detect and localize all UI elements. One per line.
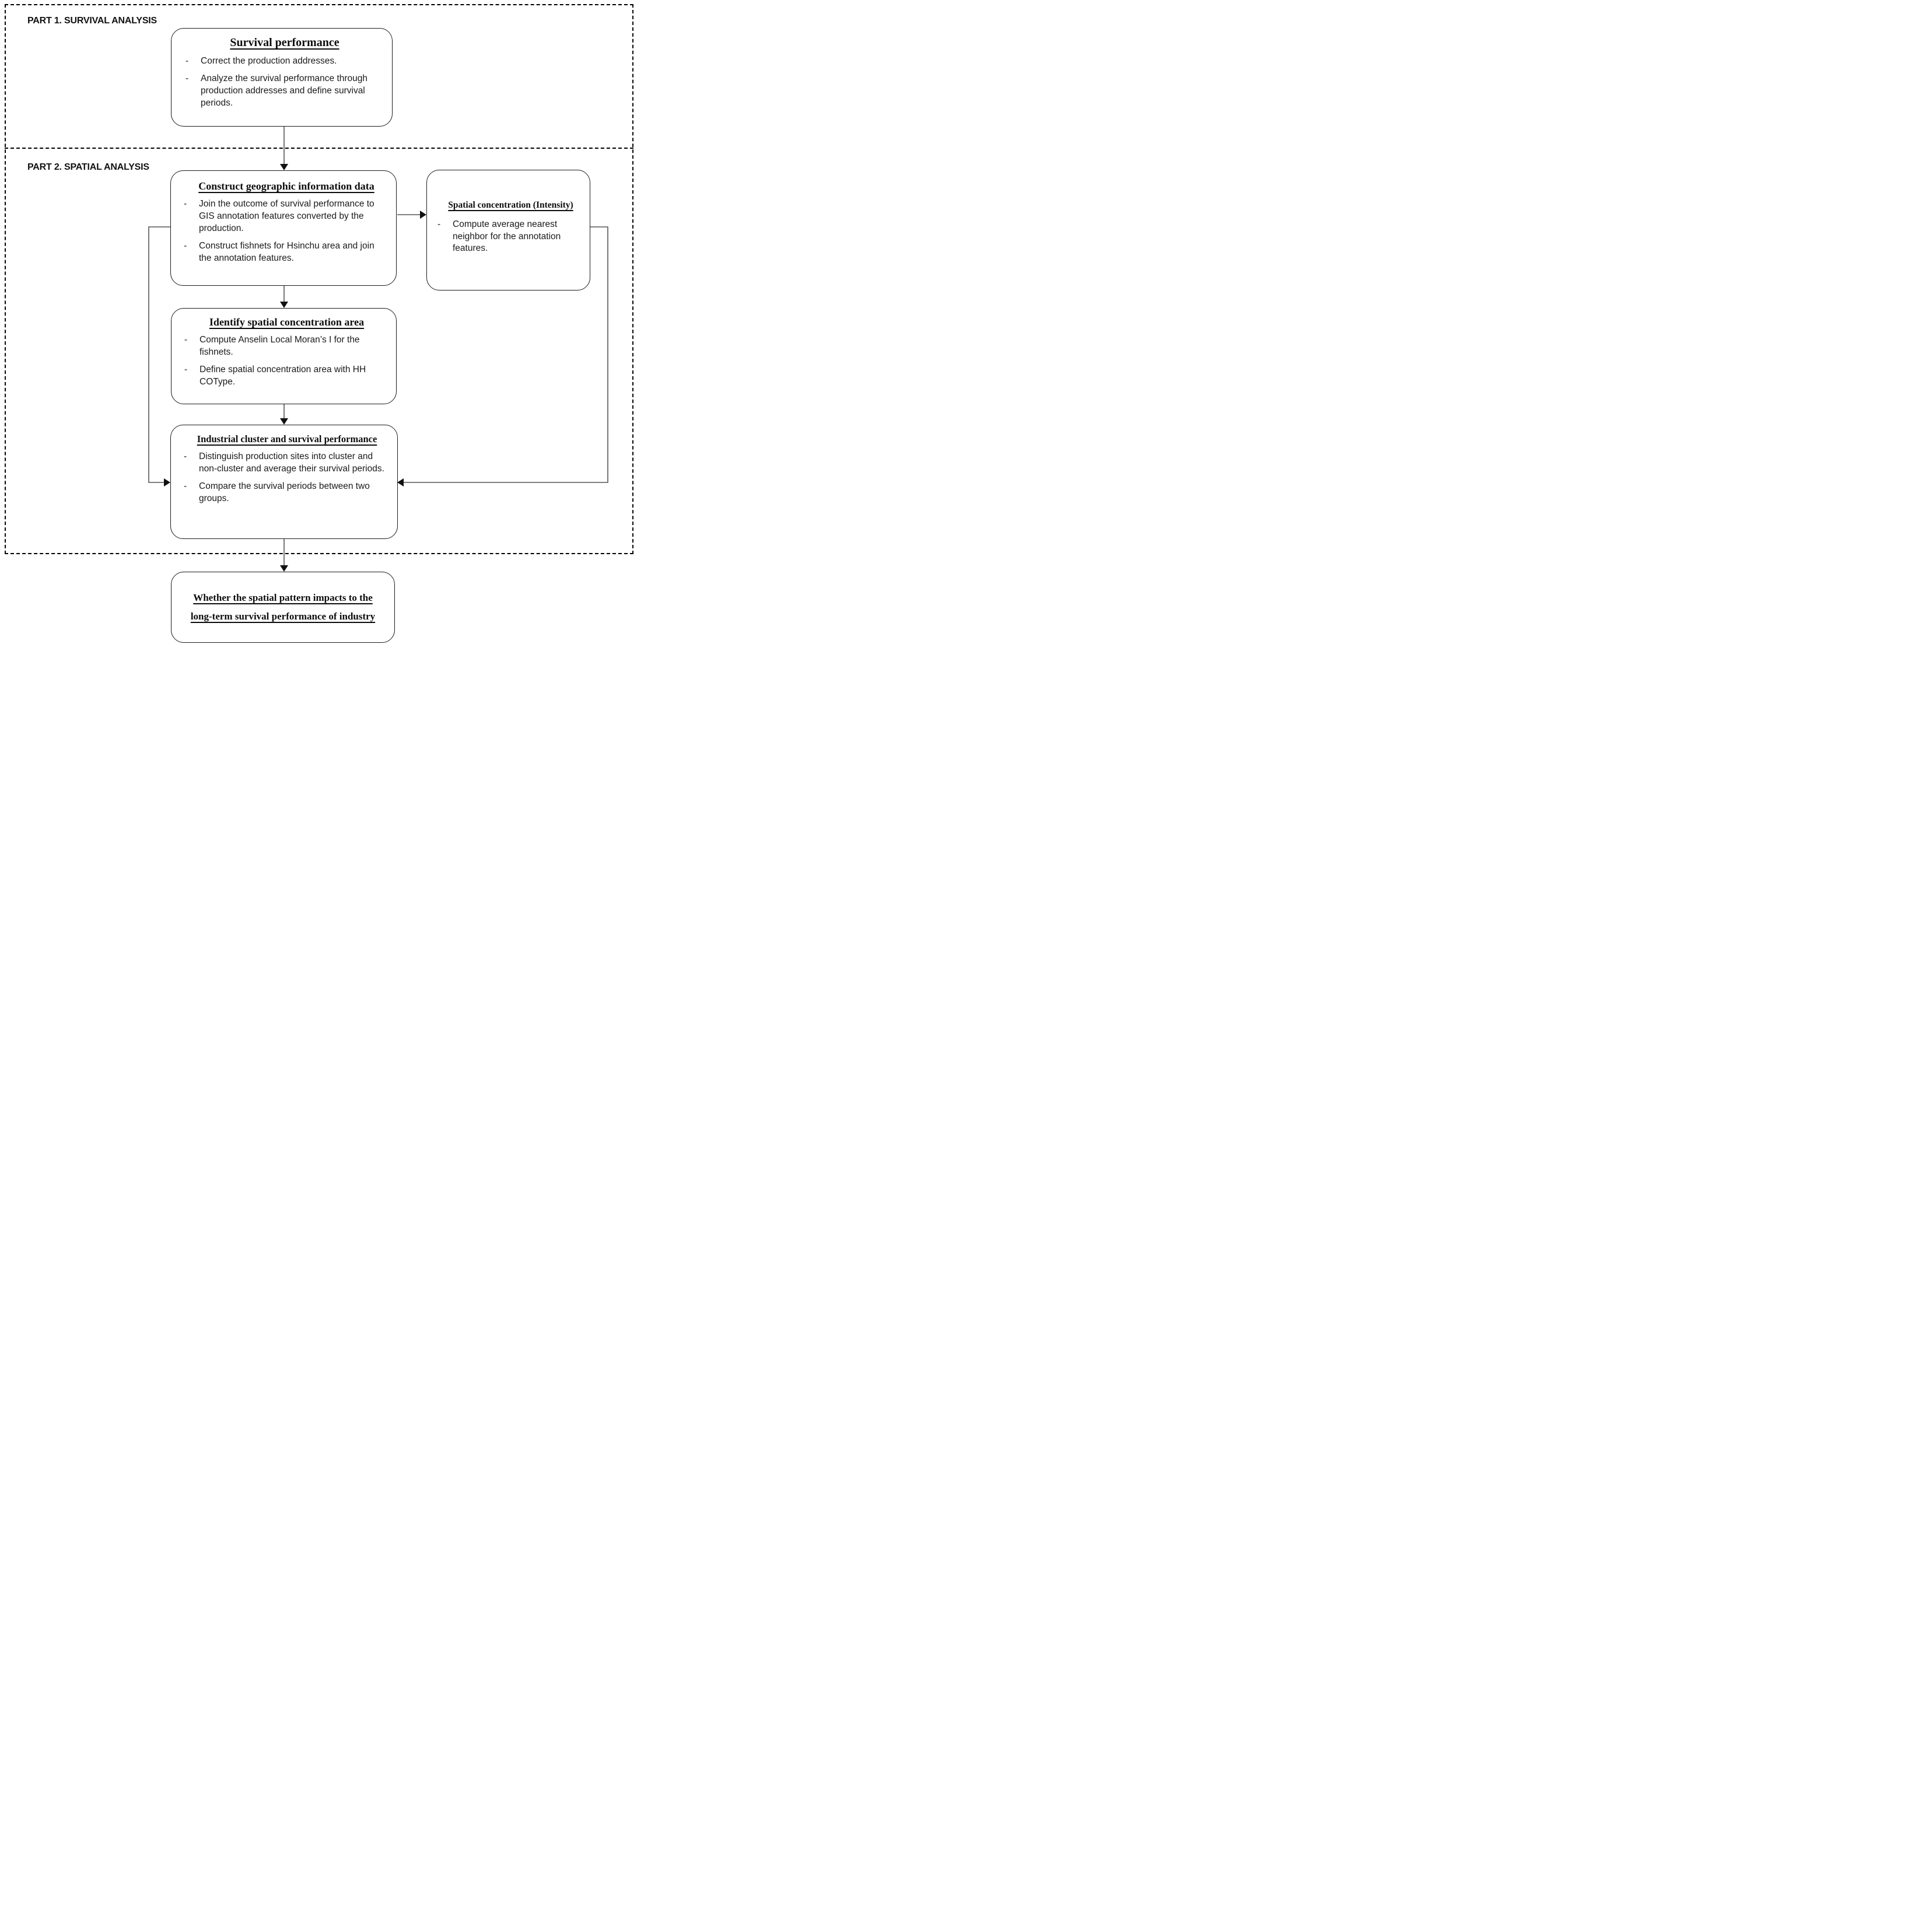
industrial-cluster-title: Industrial cluster and survival performa… [197,433,377,444]
part2-section-label: PART 2. SPATIAL ANALYSIS [27,162,149,172]
construct-geographic-data-bullets: - Join the outcome of survival performan… [184,198,389,270]
bullet-dash: - [437,219,441,229]
bullet-item: - Compute average nearest neighbor for t… [437,219,584,256]
construct-geographic-data-title: Construct geographic information data [198,180,374,192]
survival-performance-title: Survival performance [230,36,339,49]
analysis-dashed-frame [5,4,633,554]
part-divider-dashed-line [5,148,633,149]
bullet-item: - Correct the production addresses. [185,55,384,68]
bullet-text: Distinguish production sites into cluste… [199,452,384,474]
survival-performance-box: Survival performance - Correct the produ… [171,28,393,127]
part1-section-label: PART 1. SURVIVAL ANALYSIS [27,16,157,26]
bullet-text: Compute Anselin Local Moran’s I for the … [199,335,360,357]
bullet-item: - Analyze the survival performance throu… [185,73,384,110]
bullet-item: - Compute Anselin Local Moran’s I for th… [184,334,389,359]
construct-geographic-data-box: Construct geographic information data - … [170,170,397,286]
bullet-item: - Compare the survival periods between t… [184,481,390,505]
bullet-text: Define spatial concentration area with H… [199,364,366,387]
bullet-dash: - [184,452,187,461]
spatial-concentration-bullets: - Compute average nearest neighbor for t… [437,219,584,261]
conclusion-title-line2: long-term survival performance of indust… [190,611,376,622]
bullet-dash: - [184,335,188,345]
bullet-dash: - [184,481,187,491]
bullet-dash: - [185,56,189,66]
bullet-item: - Distinguish production sites into clus… [184,451,390,475]
identify-concentration-area-title: Identify spatial concentration area [209,316,365,328]
bullet-text: Construct fishnets for Hsinchu area and … [199,240,374,263]
bullet-dash: - [184,364,188,374]
bullet-text: Compare the survival periods between two… [199,481,370,503]
bullet-text: Join the outcome of survival performance… [199,199,374,233]
bullet-dash: - [185,73,189,83]
bullet-text: Analyze the survival performance through… [201,73,368,108]
industrial-cluster-box: Industrial cluster and survival performa… [170,425,398,539]
spatial-concentration-title: Spatial concentration (Intensity) [448,200,573,210]
bullet-item: - Construct fishnets for Hsinchu area an… [184,240,389,265]
bullet-dash: - [184,199,187,209]
flowchart-canvas: PART 1. SURVIVAL ANALYSIS PART 2. SPATIA… [0,0,638,644]
conclusion-box: Whether the spatial pattern impacts to t… [171,572,395,643]
bullet-text: Compute average nearest neighbor for the… [453,219,561,254]
bullet-item: - Define spatial concentration area with… [184,364,389,388]
bullet-item: - Join the outcome of survival performan… [184,198,389,235]
identify-concentration-area-bullets: - Compute Anselin Local Moran’s I for th… [184,334,389,394]
industrial-cluster-bullets: - Distinguish production sites into clus… [184,451,390,510]
conclusion-title-line1: Whether the spatial pattern impacts to t… [193,592,373,603]
bullet-dash: - [184,240,187,251]
identify-concentration-area-box: Identify spatial concentration area - Co… [171,308,397,404]
bullet-text: Correct the production addresses. [201,56,337,66]
survival-performance-bullets: - Correct the production addresses. - An… [185,55,384,115]
arrowhead-industrial-to-conclusion [280,565,288,572]
spatial-concentration-box: Spatial concentration (Intensity) - Comp… [426,170,590,290]
